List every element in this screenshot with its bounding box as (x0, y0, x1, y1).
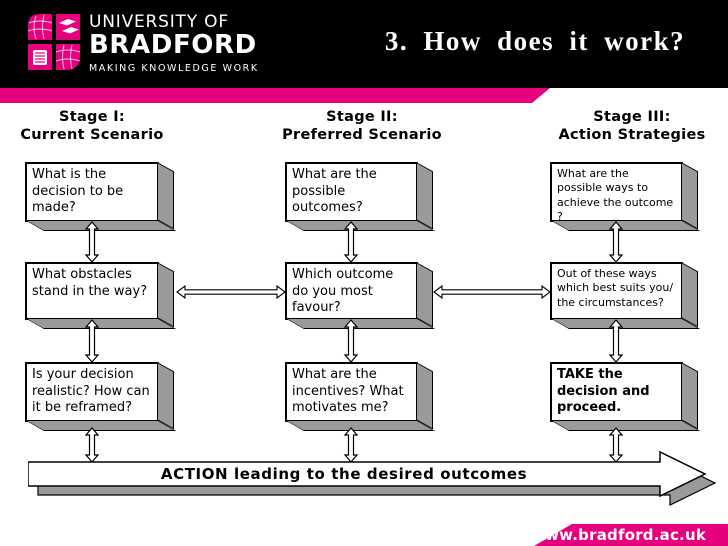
action-banner: ACTION leading to the desired outcomes (28, 450, 720, 508)
stage-2-header: Stage II: Preferred Scenario (252, 108, 472, 144)
down-arrow-icon (608, 319, 624, 363)
flow-box-stage1-2: What obstacles stand in the way? (25, 262, 159, 320)
left-right-arrow-icon (433, 285, 551, 299)
down-arrow-icon (343, 221, 359, 263)
stage-1-label-line2: Current Scenario (20, 127, 164, 143)
footer-url: www.bradford.ac.uk (531, 526, 706, 544)
logo-line1: UNIVERSITY OF (89, 12, 229, 32)
action-banner-arrow (28, 450, 717, 506)
slide-title: 3. How does it work? (384, 26, 686, 56)
flow-box-stage1-3: Is your decision realistic? How can it b… (25, 362, 159, 422)
stage-1-header: Stage I: Current Scenario (0, 108, 202, 144)
flow-box-stage3-2: Out of these ways which best suits you/ … (550, 262, 683, 320)
stage-3-header: Stage III: Action Strategies (522, 108, 728, 144)
down-arrow-icon (84, 319, 100, 363)
down-arrow-icon (608, 221, 624, 263)
header-bar: UNIVERSITY OF BRADFORD MAKING KNOWLEDGE … (0, 0, 728, 88)
flow-box-stage1-1: What is the decision to be made? (25, 162, 159, 222)
left-right-arrow-icon (176, 285, 286, 299)
flow-box-stage3-3: TAKE the decision and proceed. (550, 362, 683, 422)
logo-line2: BRADFORD (89, 30, 257, 60)
action-banner-label: ACTION leading to the desired outcomes (160, 465, 528, 483)
stage-1-label-line1: Stage I: (58, 109, 125, 125)
header-pink-band (0, 88, 550, 103)
footer-pink-band: www.bradford.ac.uk (531, 524, 728, 546)
stage-2-label-line2: Preferred Scenario (282, 127, 442, 143)
flow-box-stage2-2: Which outcome do you most favour? (285, 262, 418, 320)
down-arrow-icon (343, 319, 359, 363)
flow-box-stage2-1: What are the possible outcomes? (285, 162, 418, 222)
down-arrow-icon (84, 221, 100, 263)
flow-box-stage2-3: What are the incentives? What motivates … (285, 362, 418, 422)
university-logo-icon (28, 14, 80, 70)
stage-2-label-line1: Stage II: (326, 109, 398, 125)
stage-3-label-line1: Stage III: (593, 109, 671, 125)
university-logo-text: UNIVERSITY OF BRADFORD MAKING KNOWLEDGE … (89, 12, 259, 75)
stage-3-label-line2: Action Strategies (558, 127, 706, 143)
university-logo: UNIVERSITY OF BRADFORD MAKING KNOWLEDGE … (28, 13, 259, 74)
flow-box-stage3-1: What are the possible ways to achieve th… (550, 162, 683, 223)
logo-tagline: MAKING KNOWLEDGE WORK (89, 63, 259, 74)
